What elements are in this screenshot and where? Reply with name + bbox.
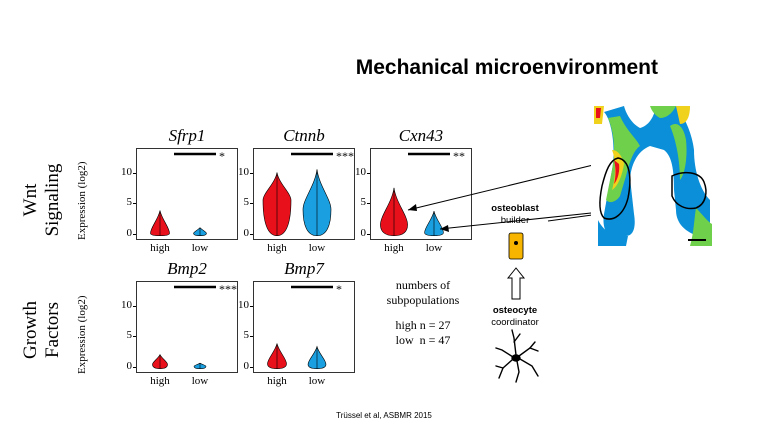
y-tick-mark [250, 336, 253, 338]
x-tick-label-high: high [267, 375, 287, 387]
violin-plot-ctnnb: *** [253, 148, 355, 240]
y-tick-label: 10 [238, 165, 249, 178]
osteoblast-role: builder [500, 215, 530, 226]
y-tick-mark [133, 203, 136, 205]
y-tick-label: 5 [243, 196, 250, 209]
violin-panel-bmp2: Bmp2 [136, 259, 238, 281]
osteoblast-name: osteoblast [491, 203, 539, 214]
subpop-line1: numbers of [395, 278, 451, 292]
plot-frame [136, 148, 238, 240]
y-tick-mark [250, 305, 253, 307]
subpopulations-info: numbers of subpopulations high n = 27 lo… [368, 278, 478, 348]
pointer-line-cxn43 [407, 157, 623, 211]
x-tick-label-high: high [267, 242, 287, 254]
y-tick-label: 5 [126, 329, 133, 342]
subpop-high: high n = 27 [395, 318, 451, 332]
y-tick-mark [250, 203, 253, 205]
osteoblast-cell [508, 232, 524, 260]
y-tick-label: 10 [121, 165, 132, 178]
bone-fe-image [591, 106, 714, 248]
y-tick-mark [367, 233, 370, 235]
gene-title: Cxn43 [398, 126, 444, 145]
plot-frame [136, 281, 238, 373]
y-tick-label: 10 [355, 165, 366, 178]
x-tick-label-low: low [308, 242, 326, 254]
pointer-arrowhead-cxn43 [408, 204, 417, 211]
y-tick-label: 0 [126, 226, 133, 239]
gene-title: Bmp2 [167, 259, 207, 278]
y-tick-label: 5 [360, 196, 367, 209]
y-tick-mark [367, 203, 370, 205]
plot-frame [253, 281, 355, 373]
y-tick-label: 0 [243, 359, 250, 372]
significance-stars: *** [336, 149, 354, 163]
significance-stars: *** [219, 282, 237, 296]
significance-stars: * [219, 149, 225, 163]
x-tick-label-high: high [384, 242, 404, 254]
x-tick-label-low: low [425, 242, 443, 254]
violin-plot-cxn43: ** [370, 148, 472, 240]
x-tick-label-low: low [191, 375, 209, 387]
differentiation-arrow [506, 267, 526, 300]
y-tick-label: 0 [360, 226, 367, 239]
y-tick-label: 10 [121, 298, 132, 311]
subpop-line2: subpopulations [386, 293, 460, 307]
y-tick-mark [250, 366, 253, 368]
violin-panel-sfrp1: Sfrp1 [136, 126, 238, 148]
violin-panel-bmp7: Bmp7 [253, 259, 355, 281]
y-tick-mark [250, 172, 253, 174]
violin-plot-sfrp1: * [136, 148, 238, 240]
y-tick-label: 5 [126, 196, 133, 209]
plot-frame [253, 148, 355, 240]
y-tick-label: 0 [243, 226, 250, 239]
subpop-low: low n = 47 [395, 333, 451, 347]
y-tick-label: 5 [243, 329, 250, 342]
significance-stars: * [336, 282, 342, 296]
y-tick-mark [133, 305, 136, 307]
osteoblast-nucleus [514, 241, 518, 245]
y-tick-mark [133, 233, 136, 235]
y-tick-mark [133, 172, 136, 174]
plot-frame [370, 148, 472, 240]
pointer-arrowhead-low [440, 225, 449, 232]
x-tick-label-high: high [150, 242, 170, 254]
violin-panel-cxn43: Cxn43 [370, 126, 472, 148]
y-tick-label: 0 [126, 359, 133, 372]
osteocyte-name: osteocyte [492, 305, 538, 316]
osteocyte-role: coordinator [491, 317, 539, 328]
y-tick-mark [367, 172, 370, 174]
gene-title: Ctnnb [283, 126, 325, 145]
gene-title: Sfrp1 [168, 126, 206, 145]
y-tick-mark [133, 336, 136, 338]
violin-plot-bmp7: * [253, 281, 355, 373]
violin-panel-ctnnb: Ctnnb [253, 126, 355, 148]
osteocyte-cell [495, 329, 539, 383]
significance-stars: ** [453, 149, 465, 163]
slide-title: Mechanical microenvironment [355, 56, 658, 79]
violin-plot-bmp2: *** [136, 281, 238, 373]
y-tick-mark [250, 233, 253, 235]
y-tick-label: 10 [238, 298, 249, 311]
x-tick-label-low: low [308, 375, 326, 387]
citation: Trüssel et al, ASBMR 2015 [336, 411, 432, 420]
x-tick-label-high: high [150, 375, 170, 387]
gene-title: Bmp7 [284, 259, 324, 278]
y-tick-mark [133, 366, 136, 368]
x-tick-label-low: low [191, 242, 209, 254]
